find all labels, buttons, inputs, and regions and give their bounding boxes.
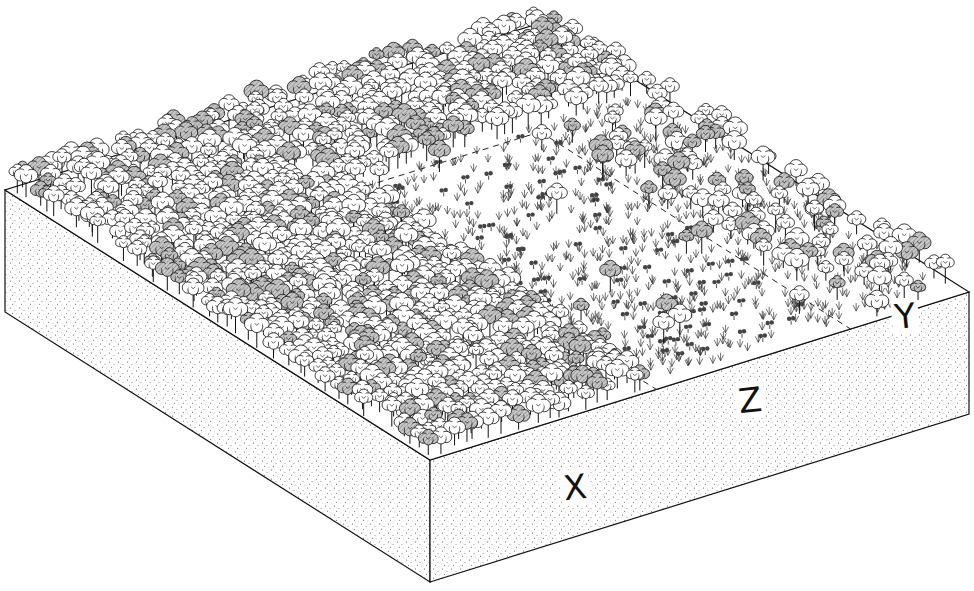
tree	[592, 145, 614, 179]
tree	[315, 367, 335, 392]
tree	[287, 76, 311, 104]
tree	[774, 173, 794, 204]
tree	[835, 251, 853, 276]
zone-label: Z	[734, 381, 767, 420]
tree	[818, 261, 834, 281]
zone-boundary	[540, 132, 850, 329]
tree	[155, 258, 179, 291]
tree	[244, 80, 269, 114]
tree	[691, 221, 712, 254]
tree	[443, 116, 464, 148]
tree	[645, 108, 667, 142]
tree	[623, 71, 638, 96]
tree	[755, 239, 771, 266]
tree	[532, 125, 551, 151]
tree	[658, 185, 677, 209]
tree	[182, 278, 204, 308]
tree	[742, 223, 765, 248]
tree	[526, 394, 550, 423]
tree	[600, 260, 621, 292]
tree	[128, 240, 147, 266]
tree	[790, 286, 809, 314]
tree	[641, 181, 657, 207]
zone-label: Y	[890, 297, 920, 336]
tree	[626, 367, 643, 392]
tree	[268, 89, 287, 121]
block-side-face	[430, 292, 969, 582]
tree	[615, 150, 637, 176]
grass	[360, 97, 926, 377]
shrubs	[391, 134, 804, 360]
block-top-surface	[5, 22, 969, 460]
tree	[352, 380, 373, 409]
tree	[645, 103, 667, 128]
tree	[565, 87, 588, 116]
tree	[370, 161, 389, 186]
tree	[751, 146, 775, 180]
zone-boundary	[346, 192, 656, 389]
tree	[223, 298, 248, 334]
tree	[546, 183, 567, 214]
tree	[428, 140, 450, 172]
tree	[653, 312, 675, 344]
tree	[90, 214, 106, 243]
zone-label: X	[559, 468, 592, 507]
tree	[829, 276, 845, 300]
tree	[355, 389, 373, 416]
tree	[577, 385, 594, 410]
tree	[865, 290, 889, 316]
tree	[573, 298, 589, 320]
tree	[630, 365, 650, 391]
tree	[784, 248, 809, 280]
tree	[43, 186, 64, 217]
tree	[485, 107, 508, 139]
tree	[80, 202, 104, 236]
zone-boundary	[346, 132, 540, 192]
tree	[750, 228, 771, 255]
tree	[454, 104, 478, 137]
tree	[608, 104, 623, 128]
block-side-face	[5, 190, 430, 582]
tree	[564, 118, 580, 143]
tree	[936, 254, 954, 283]
tree	[847, 211, 866, 235]
tree	[722, 131, 746, 160]
tree	[826, 204, 844, 233]
tree	[148, 154, 173, 185]
tree	[418, 429, 438, 455]
